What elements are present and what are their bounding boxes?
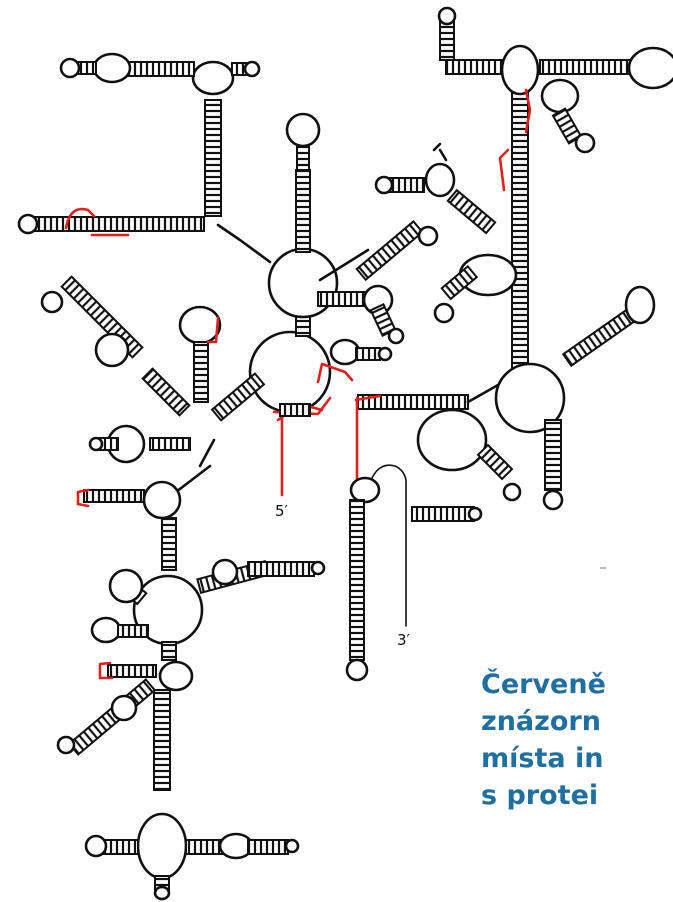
left-upper-domain [40,275,266,468]
three-prime-label: 3′ [397,631,410,649]
caption-line-3: místa in [481,743,604,774]
top-left-domain [17,52,272,264]
left-lower-domain [56,464,326,901]
central-junction [248,112,339,414]
caption: Červeně znázorn místa in s protei [481,666,606,814]
center-hairpins [329,338,393,366]
top-right-domain [374,6,673,381]
caption-line-1: Červeně [481,669,606,700]
caption-line-4: s protei [481,780,599,811]
upper-right-stem [317,220,439,345]
right-junction [494,285,656,511]
terminal-ends [272,396,483,682]
middle-domain [316,362,522,502]
five-prime-label: 5′ [275,502,288,520]
caption-line-2: znázorn [481,706,601,737]
